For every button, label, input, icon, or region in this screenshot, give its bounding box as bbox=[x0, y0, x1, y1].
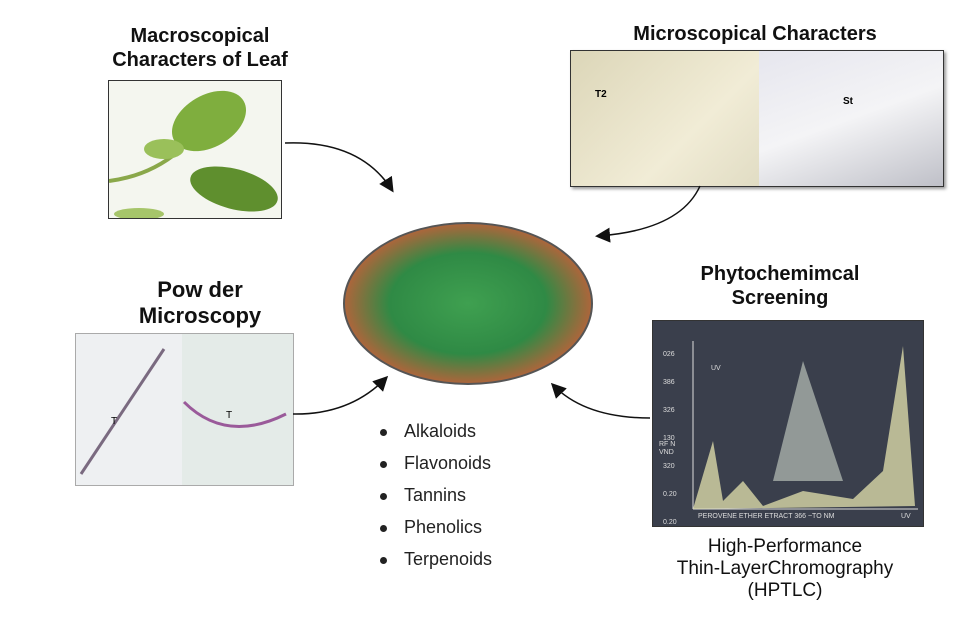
label-t2: T2 bbox=[595, 89, 607, 100]
plant-photo-center bbox=[343, 222, 593, 385]
powder-title-line1: Pow der bbox=[157, 277, 243, 302]
compound-label: Alkaloids bbox=[404, 421, 477, 441]
compound-item: Alkaloids bbox=[380, 421, 476, 442]
macro-title-line1: Macroscopical bbox=[130, 25, 270, 47]
compound-item: Phenolics bbox=[380, 517, 482, 538]
bullet-icon bbox=[380, 460, 387, 468]
hptlc-x-label: PEROVENE ETHER ETRACT 366 ~TO NM bbox=[698, 513, 835, 520]
tick: 026 bbox=[663, 351, 675, 358]
phyto-title-line2: Screening bbox=[731, 287, 829, 309]
leaf-image bbox=[108, 80, 282, 219]
arrow-powder bbox=[292, 375, 389, 415]
tick: 320 bbox=[663, 463, 675, 470]
label-t-left: T bbox=[111, 416, 118, 427]
uv-left: UV bbox=[711, 365, 721, 372]
arrow-macro bbox=[284, 142, 394, 193]
ylabel-1: RF N bbox=[659, 441, 676, 448]
compound-label: Tannins bbox=[404, 485, 467, 505]
compound-item: Flavonoids bbox=[380, 453, 491, 474]
tick: 0.20 bbox=[663, 519, 677, 526]
tick: 326 bbox=[663, 407, 675, 414]
bullet-icon bbox=[380, 428, 387, 436]
caption-line1: High-Performance bbox=[707, 536, 863, 557]
bullet-icon bbox=[380, 492, 387, 500]
leaf-illustration bbox=[109, 90, 278, 218]
bullet-icon bbox=[380, 556, 387, 564]
phyto-title-line1: Phytochemimcal bbox=[700, 263, 860, 285]
compound-item: Tannins bbox=[380, 485, 466, 506]
powder-right-panel bbox=[182, 334, 293, 485]
compound-item: Terpenoids bbox=[380, 549, 492, 570]
tick: 130 bbox=[663, 435, 675, 442]
label-st: St bbox=[843, 96, 853, 107]
compound-label: Phenolics bbox=[404, 517, 483, 537]
microscopy-image: T2 St bbox=[570, 50, 944, 187]
trichome-illustration bbox=[79, 348, 287, 475]
powder-image: T T bbox=[75, 333, 294, 486]
microscopy-right-panel bbox=[759, 51, 943, 186]
macro-title-line2: Characters of Leaf bbox=[112, 49, 288, 71]
arrow-phyto bbox=[550, 382, 651, 419]
hptlc-chromatogram bbox=[692, 341, 918, 510]
compound-label: Flavonoids bbox=[404, 453, 492, 473]
tick: 386 bbox=[663, 379, 675, 386]
label-t-right: T bbox=[226, 410, 233, 421]
ylabel-2: VND bbox=[659, 449, 674, 456]
micro-title: Microscopical Characters bbox=[633, 23, 877, 45]
hptlc-y-ticks: 026 386 326 130 320 0.20 0.20 bbox=[663, 341, 677, 526]
uv-right: UV bbox=[901, 513, 911, 520]
powder-title-line2: Microscopy bbox=[138, 303, 262, 328]
arrow-micro bbox=[595, 185, 701, 243]
bullet-icon bbox=[380, 524, 387, 532]
caption-line3: (HPTLC) bbox=[747, 580, 823, 601]
compound-label: Terpenoids bbox=[404, 549, 493, 569]
tick: 0.20 bbox=[663, 491, 677, 498]
caption-line2: Thin-LayerChromography bbox=[676, 558, 894, 579]
